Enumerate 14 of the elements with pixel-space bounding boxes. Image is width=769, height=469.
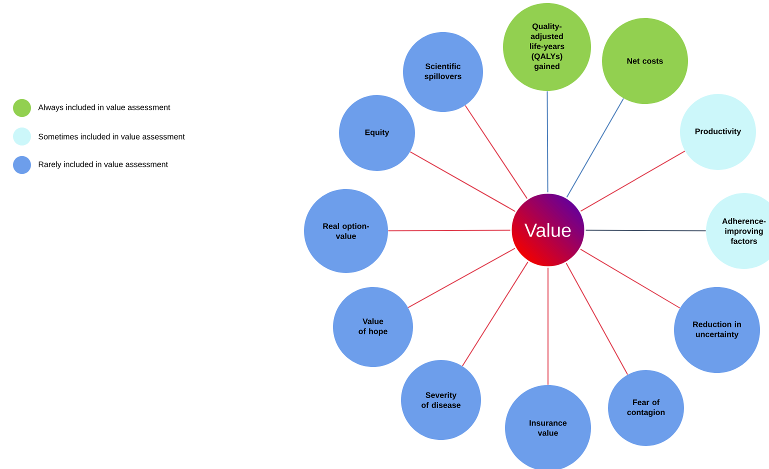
- connector-line: [580, 150, 686, 212]
- connector-line: [580, 248, 680, 308]
- connector-line: [462, 261, 528, 366]
- legend-text: Always included in value assessment: [38, 104, 170, 112]
- connector-line: [464, 104, 528, 200]
- connector-line: [410, 151, 516, 212]
- connector-line: [408, 248, 516, 308]
- connector-line: [388, 230, 511, 232]
- connector-line: [566, 262, 628, 376]
- connector-line: [585, 230, 706, 232]
- connector-line: [566, 98, 624, 198]
- connector-line: [546, 90, 548, 193]
- legend-text: Rarely included in value assessment: [38, 161, 168, 169]
- legend-text: Sometimes included in value assessment: [38, 134, 185, 140]
